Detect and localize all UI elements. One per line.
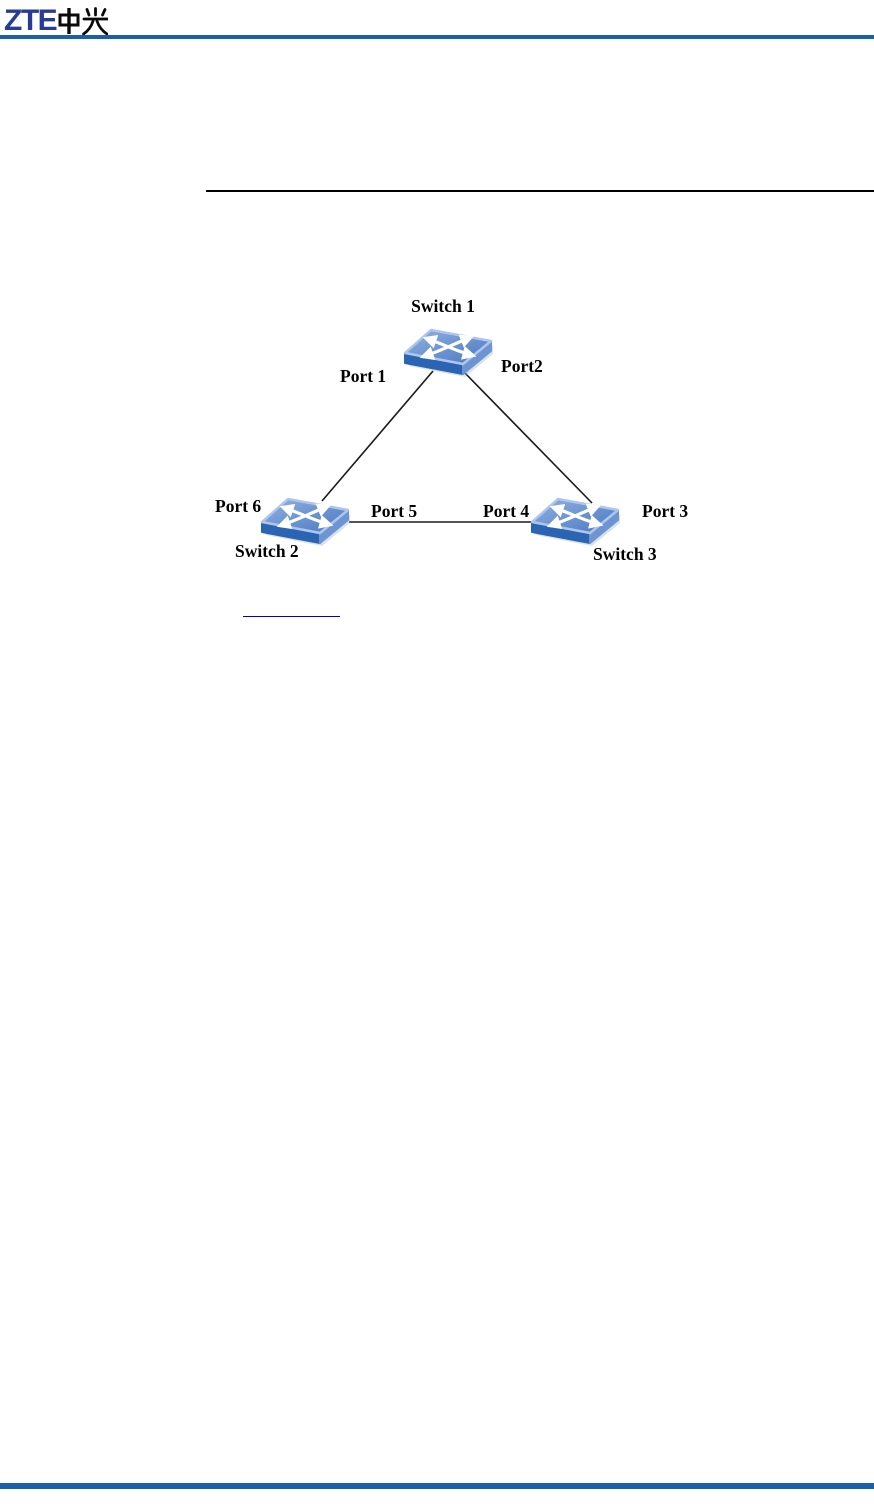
cross-reference-link[interactable]	[243, 603, 340, 617]
switch1-port-right-label: Port2	[501, 356, 543, 376]
section-divider-line	[206, 190, 874, 192]
zte-logo-cn-icon	[58, 7, 109, 35]
switch3-port-right-label: Port 3	[642, 501, 689, 521]
switch1-port-left-label: Port 1	[340, 366, 387, 386]
switch2-port-right-label: Port 5	[371, 501, 418, 521]
link-line-switch1-switch3	[462, 370, 593, 504]
link-line-switch1-switch2	[321, 370, 434, 502]
switch1-icon	[405, 330, 493, 377]
zte-logo-latin: ZTE	[4, 4, 58, 37]
switch2-icon	[262, 499, 350, 546]
switch3-icon	[532, 499, 620, 546]
topology-graphic	[200, 280, 720, 580]
footer-rule	[0, 1483, 874, 1489]
zte-logo: ZTE 中兴	[4, 4, 109, 37]
header-rule	[0, 35, 874, 39]
switch3-port-left-label: Port 4	[483, 501, 530, 521]
switch3-label: Switch 3	[593, 544, 657, 564]
switch2-port-left-label: Port 6	[215, 496, 262, 516]
switch2-label: Switch 2	[235, 541, 299, 561]
switch1-label: Switch 1	[411, 296, 475, 316]
